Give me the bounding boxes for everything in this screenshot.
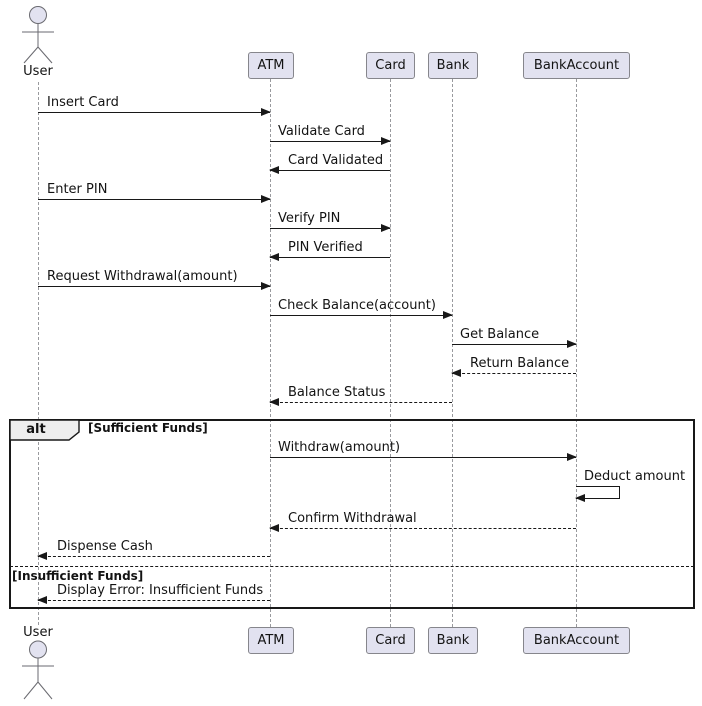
lifeline-atm <box>270 79 271 627</box>
participant-card-top: Card <box>366 52 415 79</box>
message-arrow <box>270 453 577 461</box>
alt-fragment-divider <box>10 566 694 567</box>
arrowhead-icon <box>37 596 47 604</box>
lifeline-card <box>390 79 391 627</box>
message-arrow <box>38 108 271 116</box>
message-label: Deduct amount <box>584 469 686 484</box>
participant-card-label: Card <box>375 633 406 648</box>
participant-card-label: Card <box>375 58 406 73</box>
message-arrow <box>452 340 577 348</box>
lifeline-bank <box>452 79 453 627</box>
message-label: Balance Status <box>288 385 386 400</box>
arrowhead-icon <box>261 195 271 203</box>
participant-user-label-top: User <box>23 64 53 79</box>
message-arrow <box>269 398 452 406</box>
message-label: PIN Verified <box>288 240 363 255</box>
actor-user-icon-top <box>22 6 54 64</box>
alt-operator-label: alt <box>26 422 46 437</box>
arrowhead-icon <box>261 108 271 116</box>
lifeline-bankaccount <box>576 79 577 627</box>
message-label: Get Balance <box>460 327 540 342</box>
message-arrow <box>37 552 270 560</box>
message-arrow <box>37 596 270 604</box>
message-label: Verify PIN <box>278 211 341 226</box>
participant-atm-top: ATM <box>248 52 294 79</box>
arrowhead-icon <box>269 524 279 532</box>
message-label: Insert Card <box>47 95 119 110</box>
participant-atm-label: ATM <box>257 58 285 73</box>
message-label: Check Balance(account) <box>278 298 436 313</box>
participant-user-label-bottom: User <box>23 625 53 640</box>
lifeline-user <box>38 82 39 625</box>
message-arrow <box>269 524 576 532</box>
participant-bankaccount-top: BankAccount <box>523 52 630 79</box>
self-message-top-line <box>576 486 620 487</box>
message-arrow <box>270 137 391 145</box>
participant-atm-bottom: ATM <box>248 627 294 654</box>
arrowhead-icon <box>37 552 47 560</box>
arrowhead-icon <box>443 311 453 319</box>
actor-user-icon-bottom <box>22 640 54 700</box>
arrowhead-icon <box>567 453 577 461</box>
message-arrow <box>38 195 271 203</box>
message-arrow <box>269 166 390 174</box>
participant-bankaccount-label: BankAccount <box>533 58 620 73</box>
participant-atm-label: ATM <box>257 633 285 648</box>
message-label: Request Withdrawal(amount) <box>47 269 238 284</box>
alt-fragment-frame <box>9 419 695 609</box>
message-label: Display Error: Insufficient Funds <box>57 583 264 598</box>
message-label: Card Validated <box>288 153 384 168</box>
participant-bankaccount-bottom: BankAccount <box>523 627 630 654</box>
arrowhead-icon <box>269 398 279 406</box>
participant-bank-bottom: Bank <box>428 627 478 654</box>
message-arrow <box>270 311 453 319</box>
participant-bank-label: Bank <box>436 58 470 73</box>
arrowhead-icon <box>575 494 585 502</box>
message-arrow <box>38 282 271 290</box>
arrowhead-icon <box>451 369 461 377</box>
arrowhead-icon <box>269 253 279 261</box>
participant-bank-label: Bank <box>436 633 470 648</box>
message-arrow <box>451 369 576 377</box>
message-arrow <box>270 224 391 232</box>
message-label: Enter PIN <box>47 182 108 197</box>
participant-card-bottom: Card <box>366 627 415 654</box>
participant-bank-top: Bank <box>428 52 478 79</box>
arrowhead-icon <box>381 224 391 232</box>
message-label: Return Balance <box>470 356 570 371</box>
message-label: Confirm Withdrawal <box>288 511 417 526</box>
self-message-return-line <box>575 494 620 502</box>
arrowhead-icon <box>269 166 279 174</box>
participant-bankaccount-label: BankAccount <box>533 633 620 648</box>
self-message-side-line <box>619 486 620 498</box>
message-label: Withdraw(amount) <box>278 440 401 455</box>
alt-guard-sufficient-funds: [Sufficient Funds] <box>88 421 208 435</box>
alt-guard-insufficient-funds: [Insufficient Funds] <box>12 569 144 583</box>
arrowhead-icon <box>567 340 577 348</box>
message-arrow <box>269 253 390 261</box>
alt-operator-tab <box>10 420 80 441</box>
message-label: Dispense Cash <box>57 539 153 554</box>
message-label: Validate Card <box>278 124 365 139</box>
arrowhead-icon <box>381 137 391 145</box>
arrowhead-icon <box>261 282 271 290</box>
